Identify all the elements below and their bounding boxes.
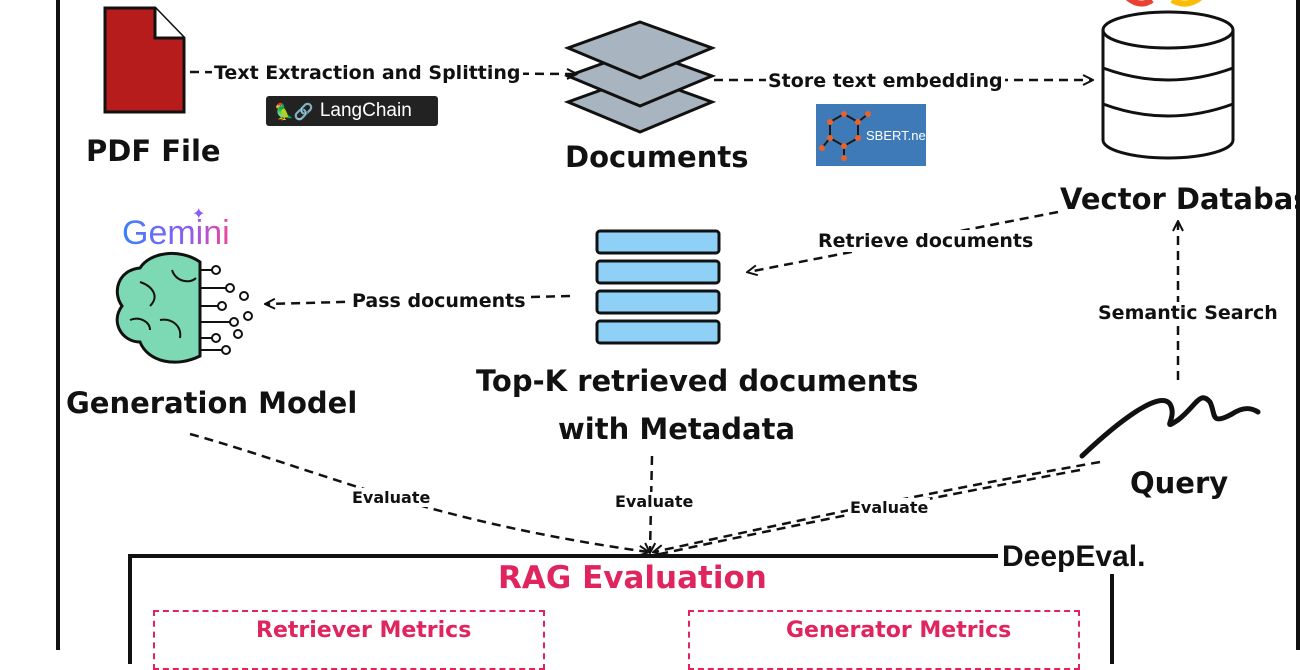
langchain-logo: 🦜🔗 LangChain (266, 96, 438, 126)
documents-stack-icon (563, 20, 717, 134)
vector-database-label: Vector Database (1060, 182, 1300, 216)
edge-label-store-embedding: Store text embedding (766, 70, 1005, 92)
edge-label-text-extraction: Text Extraction and Splitting (212, 62, 523, 84)
topk-label-line1: Top-K retrieved documents (476, 364, 919, 398)
gemini-logo: Gemini (122, 214, 230, 252)
sbert-logo: SBERT.net (816, 104, 930, 166)
rag-evaluation-title: RAG Evaluation (498, 560, 767, 596)
langchain-logo-text: LangChain (319, 100, 412, 121)
generator-metrics-label: Generator Metrics (786, 618, 1012, 643)
outer-frame-right (1296, 0, 1300, 650)
edge-label-evaluate-query: Evaluate (848, 498, 931, 517)
retrieved-documents-icon (595, 229, 721, 345)
gemini-sparkle-icon: ✦ (192, 204, 206, 223)
query-label: Query (1130, 466, 1229, 500)
edge-label-evaluate-topk: Evaluate (613, 492, 696, 511)
molecule-icon (819, 111, 871, 161)
edge-label-pass: Pass documents (350, 290, 528, 312)
rag-evaluation-panel (128, 554, 1114, 664)
deepeval-logo: DeepEval. (998, 540, 1150, 574)
pdf-file-label: PDF File (86, 134, 221, 168)
vector-database-icon (1101, 0, 1235, 160)
retriever-metrics-label: Retriever Metrics (256, 618, 472, 643)
generation-model-label: Generation Model (66, 386, 358, 420)
brain-icon (115, 251, 253, 364)
outer-frame-left (56, 0, 60, 650)
edge-label-semantic-search: Semantic Search (1096, 302, 1280, 324)
edge-label-retrieve: Retrieve documents (816, 230, 1036, 252)
pdf-icon (103, 6, 186, 114)
edge-label-evaluate-gen: Evaluate (350, 488, 433, 507)
sbert-logo-text: SBERT.net (866, 128, 930, 143)
query-squiggle-icon (1079, 395, 1261, 459)
documents-label: Documents (565, 140, 749, 174)
diagram-canvas (103, 0, 1261, 650)
langchain-parrot-icon: 🦜🔗 (274, 101, 314, 121)
topk-label-line2: with Metadata (558, 412, 796, 446)
